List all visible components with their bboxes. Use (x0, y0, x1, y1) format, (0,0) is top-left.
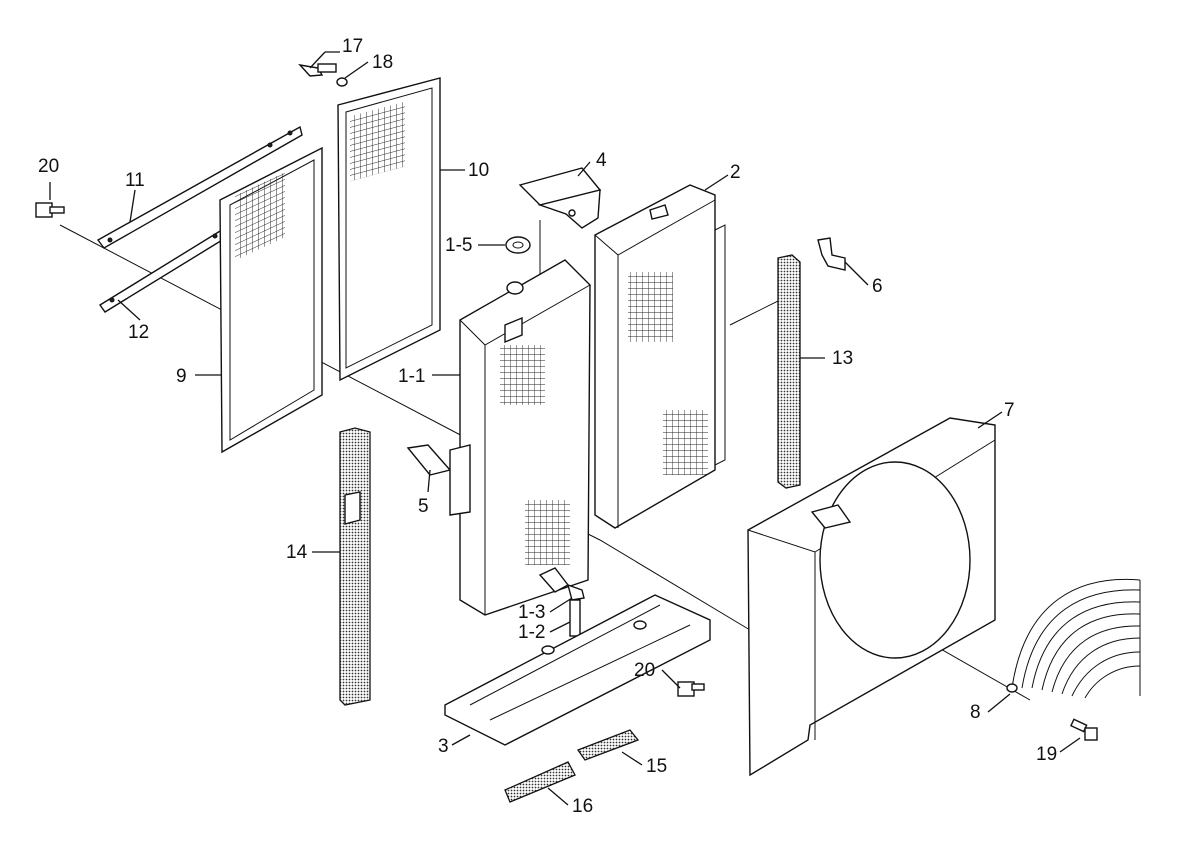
label-20-left: 20 (38, 156, 59, 177)
part-7-shroud (747, 417, 996, 777)
label-10: 10 (468, 160, 489, 181)
label-1-2: 1-2 (518, 622, 545, 643)
part-20-bolt-bottom (677, 681, 705, 697)
label-13: 13 (832, 348, 853, 369)
label-1-5: 1-5 (445, 235, 472, 256)
part-10-screen (337, 77, 441, 382)
part-16-pad (504, 761, 576, 803)
label-8: 8 (970, 702, 981, 723)
label-20-bottom: 20 (634, 660, 655, 681)
part-labels: 17 18 20 11 12 9 10 4 2 1-5 1-1 5 6 13 7… (38, 36, 1057, 817)
label-1-1: 1-1 (398, 366, 425, 387)
label-9: 9 (176, 366, 187, 387)
part-8-fan-guard (1006, 578, 1141, 699)
leader-lines (49, 51, 1081, 806)
label-11: 11 (125, 170, 145, 191)
label-14: 14 (286, 542, 308, 563)
part-18-washer (336, 77, 348, 87)
part-20-bolt-left (35, 202, 65, 218)
label-3: 3 (438, 736, 449, 757)
part-11-stay (96, 125, 303, 249)
part-1-1-radiator (459, 259, 591, 616)
part-12-stay (98, 227, 234, 313)
part-1-5-cap (505, 236, 531, 254)
part-5-bracket (406, 444, 471, 516)
label-17: 17 (342, 36, 363, 57)
part-19-bolt (1070, 718, 1098, 741)
label-6: 6 (872, 276, 883, 297)
part-6-clip (817, 237, 846, 271)
label-4: 4 (596, 150, 607, 171)
label-19: 19 (1036, 744, 1057, 765)
part-9-screen (219, 146, 323, 454)
label-7: 7 (1004, 400, 1015, 421)
label-12: 12 (128, 322, 149, 343)
part-15-pad (576, 729, 640, 761)
label-15: 15 (646, 756, 667, 777)
part-1-2-pipe (569, 599, 581, 637)
label-5: 5 (418, 496, 429, 517)
part-1-3-fitting (538, 567, 585, 601)
part-3-base (444, 594, 711, 746)
part-2-cooler (594, 184, 726, 529)
label-16: 16 (572, 796, 593, 817)
label-1-3: 1-3 (518, 602, 545, 623)
label-18: 18 (372, 52, 393, 73)
part-17-wing-bolt (298, 63, 337, 77)
label-2: 2 (730, 162, 741, 183)
part-13-seal-strip (777, 254, 801, 489)
part-4-bracket (518, 167, 602, 229)
part-14-foam (339, 427, 371, 706)
